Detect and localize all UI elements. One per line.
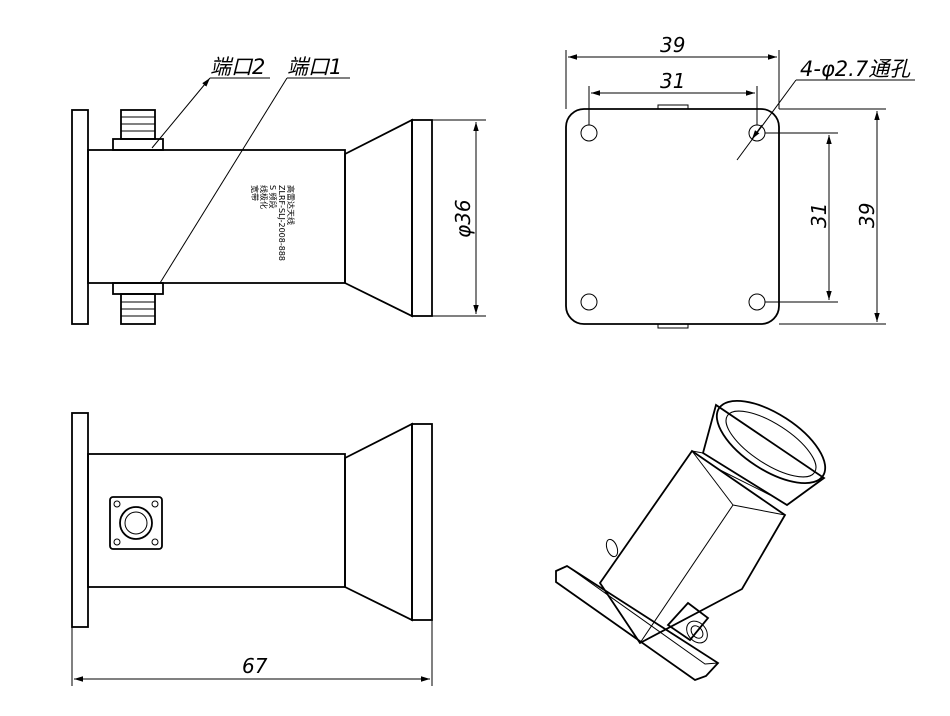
port2-connector bbox=[112, 109, 164, 151]
iso-horn-mouth bbox=[715, 399, 827, 485]
iso-flange-plate bbox=[555, 564, 720, 682]
front-body bbox=[87, 453, 346, 588]
front-horn-flange bbox=[411, 423, 433, 621]
square-flange bbox=[565, 108, 780, 325]
diameter-value: φ36 bbox=[451, 199, 475, 238]
width-inner-value: 31 bbox=[660, 69, 685, 93]
port1-connector bbox=[112, 282, 164, 325]
port1-label: 端口1 bbox=[287, 55, 342, 79]
isometric-view bbox=[555, 399, 827, 682]
port2-leader bbox=[151, 77, 211, 149]
side-flange bbox=[71, 109, 89, 325]
nameplate-line-5: 宽带 bbox=[250, 185, 260, 201]
hole-bottom-left bbox=[580, 293, 598, 311]
iso-horn bbox=[701, 403, 826, 507]
iso-side-connector bbox=[605, 538, 619, 558]
side-view: 高雷达天线 ZLRF-SLJ-2008-888 S 频段 线极化 宽带 端口2 … bbox=[71, 55, 486, 325]
hole-bottom-right bbox=[748, 293, 766, 311]
square-connector bbox=[109, 496, 163, 550]
port1-leader bbox=[159, 77, 288, 284]
port2-label: 端口2 bbox=[210, 55, 265, 79]
front-flange bbox=[71, 412, 89, 628]
side-horn-flange bbox=[411, 119, 433, 317]
bottom-tab bbox=[657, 323, 689, 329]
nameplate-line-2: ZLRF-SLJ-2008-888 bbox=[277, 185, 286, 261]
iso-body bbox=[598, 449, 787, 645]
nameplate-line-3: S 频段 bbox=[268, 185, 278, 209]
side-body bbox=[87, 149, 346, 284]
side-horn bbox=[344, 118, 413, 318]
width-outer-value: 39 bbox=[660, 33, 685, 57]
front-horn bbox=[344, 422, 413, 622]
length-value: 67 bbox=[242, 654, 268, 678]
top-tab bbox=[657, 104, 689, 110]
iso-bottom-connector bbox=[666, 601, 710, 644]
height-inner-value: 31 bbox=[807, 203, 831, 228]
nameplate-line-4: 线极化 bbox=[259, 185, 269, 209]
top-view: 39 31 4-φ2.7通孔 31 39 bbox=[565, 33, 915, 329]
height-outer-value: 39 bbox=[855, 203, 879, 228]
nameplate-line-1: 高雷达天线 bbox=[286, 185, 296, 225]
hole-top-left bbox=[580, 124, 598, 142]
body-nameplate: 高雷达天线 ZLRF-SLJ-2008-888 S 频段 线极化 宽带 bbox=[250, 185, 296, 261]
hole-note: 4-φ2.7通孔 bbox=[800, 57, 911, 81]
front-view: 67 bbox=[71, 412, 433, 686]
hole-leader bbox=[736, 79, 797, 161]
